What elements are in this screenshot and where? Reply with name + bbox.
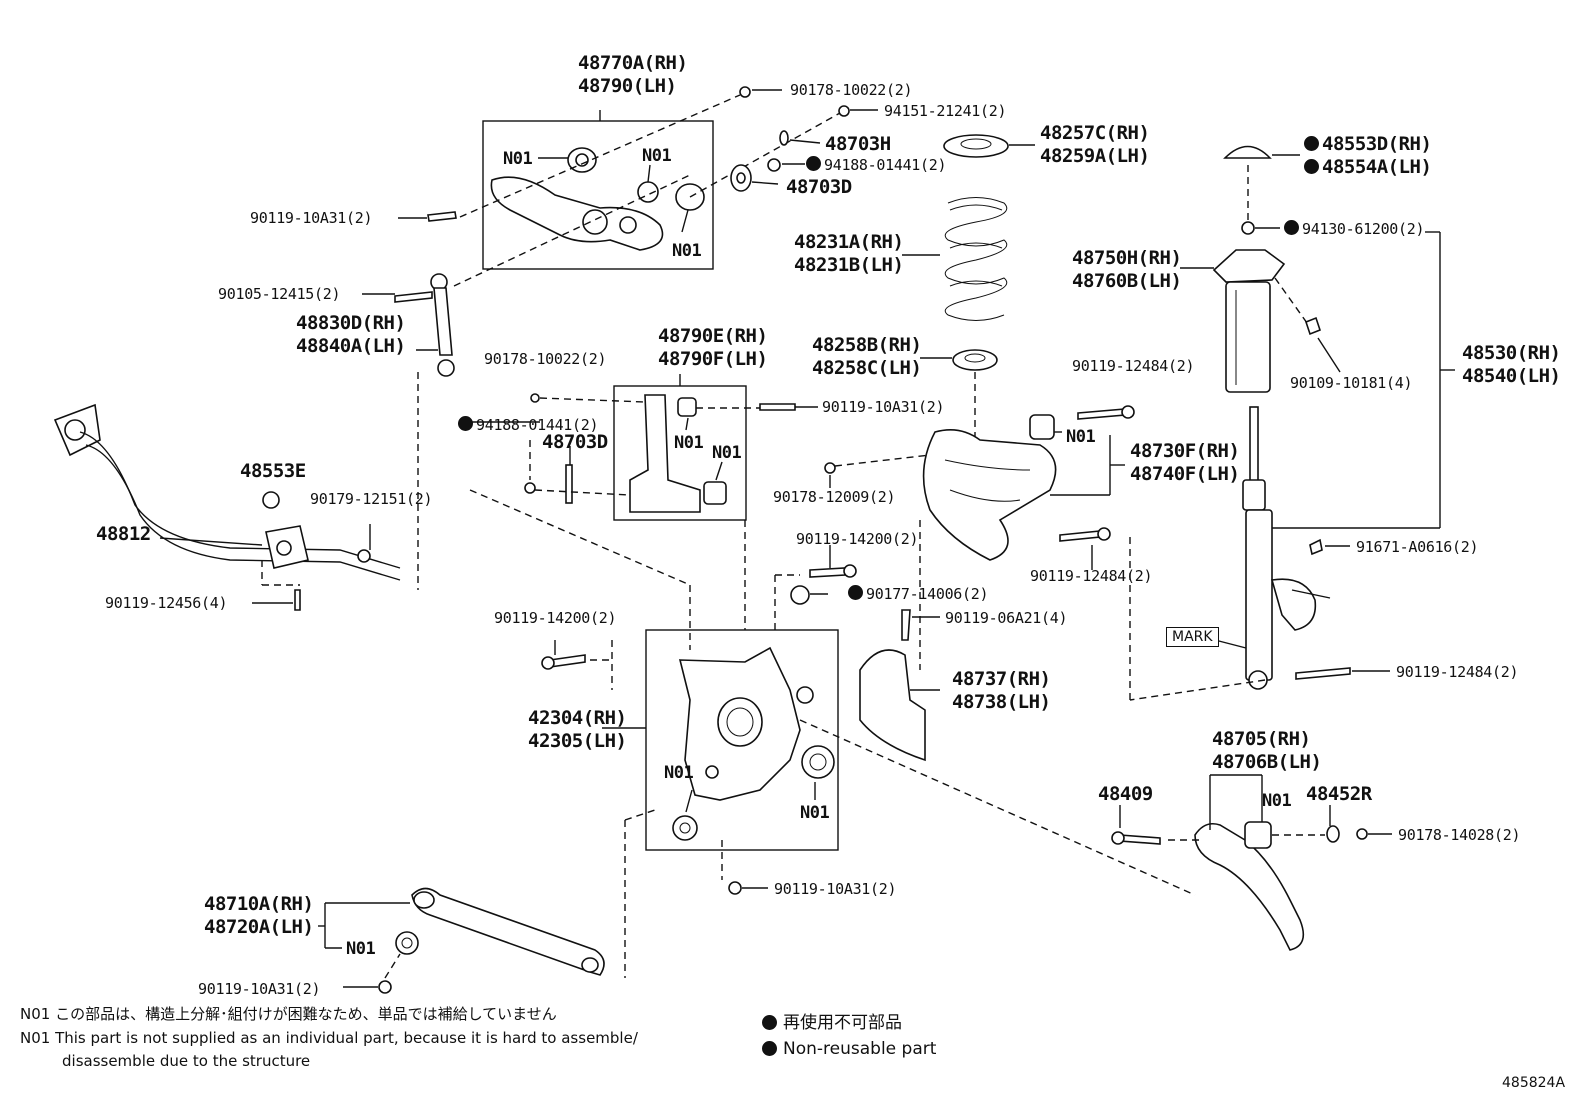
label-48750h-rh: 48750H(RH) xyxy=(1072,247,1182,269)
label-90119-10a31-left: 90119-10A31(2) xyxy=(250,209,373,227)
label-n01-toe-arm: N01 xyxy=(1262,791,1292,811)
label-48259a-lh: 48259A(LH) xyxy=(1040,145,1150,167)
label-n01-upper-1: N01 xyxy=(503,149,533,169)
label-48730f-rh: 48730F(RH) xyxy=(1130,440,1240,462)
middle-arm-assembly xyxy=(468,374,818,521)
label-90178-10022-mid: 90178-10022(2) xyxy=(484,350,607,368)
label-94151-21241: 94151-21241(2) xyxy=(884,102,1007,120)
label-48703d-top: 48703D xyxy=(786,176,852,198)
label-48812: 48812 xyxy=(96,523,151,545)
label-48737-rh: 48737(RH) xyxy=(952,668,1051,690)
non-reusable-dot-icon xyxy=(1284,220,1299,235)
label-94130-61200: 94130-61200(2) xyxy=(1284,218,1425,240)
label-48257c-rh: 48257C(RH) xyxy=(1040,122,1150,144)
label-90119-10a31-bottom: 90119-10A31(2) xyxy=(774,880,897,898)
label-90119-12484-top: 90119-12484(2) xyxy=(1072,357,1195,375)
label-n01-upper-3: N01 xyxy=(672,241,702,261)
upper-arm-fasteners xyxy=(398,86,878,222)
rear-lateral-arm xyxy=(318,887,605,994)
figure-id: 485824A xyxy=(1502,1075,1566,1091)
shock-absorber xyxy=(1129,145,1455,701)
label-48830d-rh: 48830D(RH) xyxy=(296,312,406,334)
label-n01-rear-arm: N01 xyxy=(346,939,376,959)
label-48258b-rh: 48258B(RH) xyxy=(812,334,922,356)
label-48258c-lh: 48258C(LH) xyxy=(812,357,922,379)
cover xyxy=(859,609,940,762)
label-90119-12456: 90119-12456(4) xyxy=(105,594,228,612)
label-n01-mid-2: N01 xyxy=(712,443,742,463)
label-48740f-lh: 48740F(LH) xyxy=(1130,463,1240,485)
label-48703d-mid: 48703D xyxy=(542,431,608,453)
stabilizer-bar xyxy=(53,403,401,611)
label-48409: 48409 xyxy=(1098,783,1153,805)
non-reusable-dot-icon xyxy=(1304,136,1319,151)
label-90178-12009: 90178-12009(2) xyxy=(773,488,896,506)
label-90119-12484-mid: 90119-12484(2) xyxy=(1030,567,1153,585)
label-n01-upper-2: N01 xyxy=(642,146,672,166)
label-48760b-lh: 48760B(LH) xyxy=(1072,270,1182,292)
label-90119-14200-left: 90119-14200(2) xyxy=(494,609,617,627)
label-90119-06a21: 90119-06A21(4) xyxy=(945,609,1068,627)
label-48530-rh: 48530(RH) xyxy=(1462,342,1561,364)
note-n01-en-2: disassemble due to the structure xyxy=(62,1052,311,1070)
label-90109-10181: 90109-10181(4) xyxy=(1290,374,1413,392)
label-48553e: 48553E xyxy=(240,460,306,482)
label-90178-14028: 90178-14028(2) xyxy=(1398,826,1521,844)
non-reusable-dot-icon xyxy=(806,156,821,171)
label-n01-mid-1: N01 xyxy=(674,433,704,453)
label-48790e-rh: 48790E(RH) xyxy=(658,325,768,347)
stabilizer-link xyxy=(362,174,691,590)
label-42305-lh: 42305(LH) xyxy=(528,730,627,752)
label-48790f-lh: 48790F(LH) xyxy=(658,348,768,370)
label-90119-10a31-low: 90119-10A31(2) xyxy=(198,980,321,998)
note-n01-jp: N01 この部品は、構造上分解･組付けが困難なため、単品では補給していません xyxy=(20,1005,557,1023)
coil-spring xyxy=(902,134,1035,500)
label-90177-14006: 90177-14006(2) xyxy=(848,583,989,605)
label-48710a-rh: 48710A(RH) xyxy=(204,893,314,915)
legend-non-reusable-jp: 再使用不可部品 xyxy=(762,1012,902,1034)
legend-non-reusable-en: Non-reusable part xyxy=(762,1038,936,1060)
label-42304-rh: 42304(RH) xyxy=(528,707,627,729)
label-90178-10022-top: 90178-10022(2) xyxy=(790,81,913,99)
label-48705-rh: 48705(RH) xyxy=(1212,728,1311,750)
label-94188-01441-mid: 94188-01441(2) xyxy=(458,414,599,436)
non-reusable-dot-icon xyxy=(1304,159,1319,174)
label-48553d-rh: 48553D(RH) xyxy=(1304,133,1432,155)
label-90119-14200-top: 90119-14200(2) xyxy=(796,530,919,548)
non-reusable-dot-icon xyxy=(848,585,863,600)
label-90119-10a31-mid: 90119-10A31(2) xyxy=(822,398,945,416)
label-48703h: 48703H xyxy=(825,133,891,155)
label-48540-lh: 48540(LH) xyxy=(1462,365,1561,387)
label-upper-arm-rh: 48770A(RH) xyxy=(578,52,688,74)
non-reusable-dot-icon xyxy=(762,1041,777,1056)
knuckle-assembly xyxy=(469,489,1196,978)
label-48720a-lh: 48720A(LH) xyxy=(204,916,314,938)
label-48706b-lh: 48706B(LH) xyxy=(1212,751,1322,773)
label-48231b-lh: 48231B(LH) xyxy=(794,254,904,276)
label-91671-a0616: 91671-A0616(2) xyxy=(1356,538,1479,556)
label-90179-12151: 90179-12151(2) xyxy=(310,490,433,508)
label-48554a-lh: 48554A(LH) xyxy=(1304,156,1432,178)
label-48840a-lh: 48840A(LH) xyxy=(296,335,406,357)
non-reusable-dot-icon xyxy=(458,416,473,431)
toe-control-arm xyxy=(1111,774,1392,951)
label-94188-01441-top: 94188-01441(2) xyxy=(806,154,947,176)
label-48231a-rh: 48231A(RH) xyxy=(794,231,904,253)
non-reusable-dot-icon xyxy=(762,1015,777,1030)
label-90105-12415: 90105-12415(2) xyxy=(218,285,341,303)
label-n01-knuckle-2: N01 xyxy=(800,803,830,823)
label-n01-lower-arm: N01 xyxy=(1066,427,1096,447)
label-90119-12484-bottom: 90119-12484(2) xyxy=(1396,663,1519,681)
lower-control-arm xyxy=(824,405,1135,670)
note-n01-en-1: N01 This part is not supplied as an indi… xyxy=(20,1029,638,1047)
label-48452r: 48452R xyxy=(1306,783,1372,805)
label-48738-lh: 48738(LH) xyxy=(952,691,1051,713)
label-upper-arm-lh: 48790(LH) xyxy=(578,75,677,97)
mark-indicator: MARK xyxy=(1166,627,1219,647)
label-n01-knuckle-1: N01 xyxy=(664,763,694,783)
